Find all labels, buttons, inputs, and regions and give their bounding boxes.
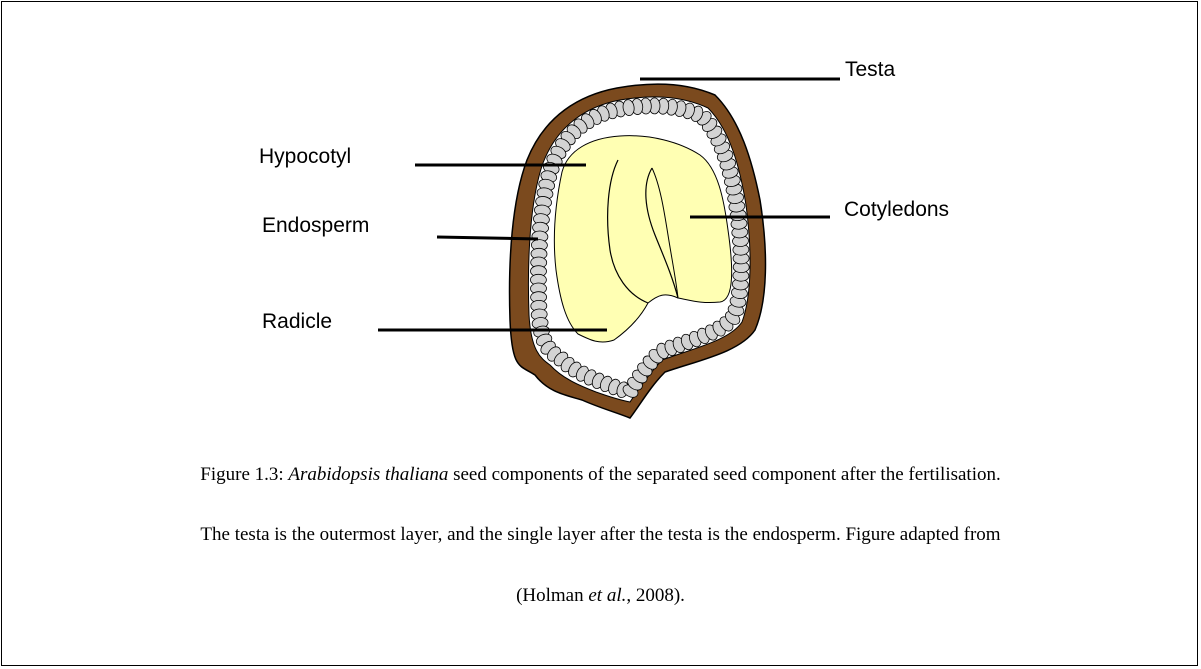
hypocotyl-label: Hypocotyl bbox=[259, 145, 351, 169]
testa-label: Testa bbox=[845, 58, 895, 82]
caption-species-name: Arabidopsis thaliana bbox=[288, 464, 448, 485]
radicle-label: Radicle bbox=[262, 310, 332, 334]
caption-line-2: The testa is the outermost layer, and th… bbox=[0, 524, 1201, 546]
caption-line-3-suffix: , 2008). bbox=[626, 585, 685, 606]
caption-et-al: et al. bbox=[588, 585, 626, 606]
caption-line-1-prefix: Figure 1.3: bbox=[200, 464, 288, 485]
caption-line-1: Figure 1.3: Arabidopsis thaliana seed co… bbox=[0, 464, 1201, 486]
endosperm-label: Endosperm bbox=[262, 214, 369, 238]
caption-line-3: (Holman et al., 2008). bbox=[0, 585, 1201, 607]
endosperm-leader bbox=[437, 237, 538, 239]
caption-line-1-suffix: seed components of the separated seed co… bbox=[448, 464, 1000, 485]
cotyledons-label: Cotyledons bbox=[844, 198, 949, 222]
caption-line-3-prefix: (Holman bbox=[516, 585, 588, 606]
